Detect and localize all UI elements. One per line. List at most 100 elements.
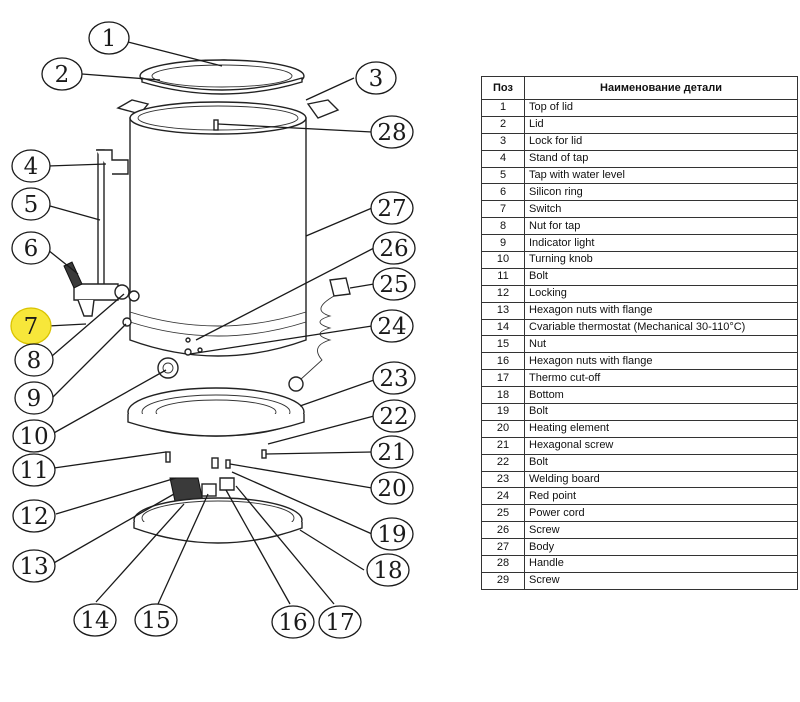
row-part-name: Lock for lid xyxy=(524,132,798,151)
svg-text:27: 27 xyxy=(377,196,406,222)
svg-text:2: 2 xyxy=(55,62,70,88)
row-pos: 16 xyxy=(481,352,525,371)
row-part-name: Hexagon nuts with flange xyxy=(524,301,798,320)
tap-part xyxy=(63,149,140,327)
svg-text:6: 6 xyxy=(24,236,39,262)
svg-text:14: 14 xyxy=(80,608,109,634)
bottom-part xyxy=(133,497,303,544)
row-pos: 18 xyxy=(481,386,525,405)
svg-text:22: 22 xyxy=(379,404,408,430)
callout-15: 15 xyxy=(134,603,178,637)
callout-16: 16 xyxy=(271,605,315,639)
row-part-name: Lid xyxy=(524,115,798,134)
row-part-name: Switch xyxy=(524,200,798,219)
callout-5: 5 xyxy=(11,187,51,221)
callout-1: 1 xyxy=(88,21,130,55)
row-pos: 17 xyxy=(481,369,525,388)
fasteners xyxy=(165,449,267,491)
svg-text:10: 10 xyxy=(19,424,48,450)
row-part-name: Body xyxy=(524,538,798,557)
row-part-name: Power cord xyxy=(524,504,798,523)
row-part-name: Nut xyxy=(524,335,798,354)
row-pos: 21 xyxy=(481,436,525,455)
svg-text:5: 5 xyxy=(24,192,39,218)
row-part-name: Screw xyxy=(524,571,798,590)
row-pos: 9 xyxy=(481,234,525,253)
svg-text:16: 16 xyxy=(278,610,307,636)
row-part-name: Red point xyxy=(524,487,798,506)
row-pos: 3 xyxy=(481,132,525,151)
svg-text:28: 28 xyxy=(377,120,406,146)
callout-3: 3 xyxy=(355,61,397,95)
row-pos: 14 xyxy=(481,318,525,337)
row-part-name: Bolt xyxy=(524,403,798,421)
welding-board-part xyxy=(127,387,305,437)
callout-14: 14 xyxy=(73,603,117,637)
row-part-name: Bolt xyxy=(524,267,798,286)
svg-text:25: 25 xyxy=(379,272,408,298)
callout-7: 7 xyxy=(10,307,52,345)
row-part-name: Hexagonal screw xyxy=(524,436,798,455)
row-pos: 1 xyxy=(481,99,525,117)
row-pos: 25 xyxy=(481,504,525,523)
svg-text:23: 23 xyxy=(379,366,408,392)
table-header-row: Поз Наименование детали xyxy=(481,76,798,100)
svg-text:26: 26 xyxy=(379,236,408,262)
body-part xyxy=(116,99,340,357)
exploded-view-diagram: 1 2 3 4 5 6 7 8 9 10 11 12 13 14 15 16 1… xyxy=(10,21,416,639)
row-pos: 2 xyxy=(481,115,525,134)
callout-12: 12 xyxy=(12,499,56,533)
row-pos: 20 xyxy=(481,419,525,438)
row-part-name: Tap with water level xyxy=(524,166,798,185)
callout-25: 25 xyxy=(372,267,416,301)
row-part-name: Handle xyxy=(524,555,798,573)
lid-part xyxy=(139,59,305,95)
row-part-name: Heating element xyxy=(524,419,798,438)
callout-10: 10 xyxy=(12,419,56,453)
row-part-name: Silicon ring xyxy=(524,183,798,202)
svg-text:8: 8 xyxy=(27,348,42,374)
row-pos: 4 xyxy=(481,149,525,168)
row-pos: 27 xyxy=(481,538,525,557)
callout-17: 17 xyxy=(318,605,362,639)
callout-8: 8 xyxy=(14,343,54,377)
row-pos: 26 xyxy=(481,521,525,540)
row-part-name: Turning knob xyxy=(524,251,798,269)
svg-text:21: 21 xyxy=(377,440,406,466)
callout-23: 23 xyxy=(372,361,416,395)
row-part-name: Thermo cut-off xyxy=(524,369,798,388)
row-pos: 5 xyxy=(481,166,525,185)
callout-21: 21 xyxy=(370,435,414,469)
svg-text:13: 13 xyxy=(19,554,48,580)
callout-13: 13 xyxy=(12,549,56,583)
row-part-name: Stand of tap xyxy=(524,149,798,168)
callout-19: 19 xyxy=(370,517,414,551)
svg-text:12: 12 xyxy=(19,504,48,530)
knob-and-cord xyxy=(157,277,351,392)
callout-28: 28 xyxy=(370,115,414,149)
row-part-name: Nut for tap xyxy=(524,217,798,236)
